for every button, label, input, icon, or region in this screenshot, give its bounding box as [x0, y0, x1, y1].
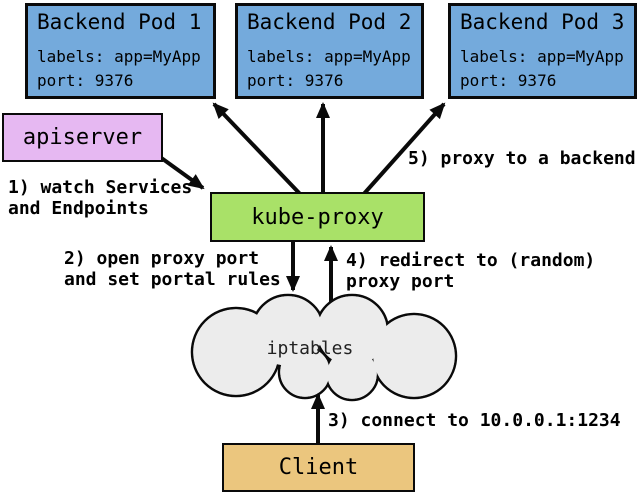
- kube-proxy-label: kube-proxy: [251, 204, 384, 230]
- arrow-step1-apiserver-to-kubeproxy: [158, 155, 205, 190]
- iptables-cloud: [190, 293, 458, 402]
- annotation-step3-line1: 3) connect to 10.0.0.1:1234: [328, 410, 621, 431]
- backend-pod-1-box: Backend Pod 1 labels: app=MyApp port: 93…: [25, 3, 216, 99]
- iptables-label: iptables: [266, 338, 354, 359]
- backend-pod-3-port: port: 9376: [460, 71, 557, 90]
- annotation-step4-line2: proxy port: [346, 271, 455, 292]
- annotation-step3: 3) connect to 10.0.0.1:1234: [328, 410, 621, 431]
- backend-pod-2-box: Backend Pod 2 labels: app=MyApp port: 93…: [235, 3, 424, 99]
- backend-pod-1-port: port: 9376: [37, 71, 134, 90]
- annotation-step2-line2: and set portal rules: [64, 269, 281, 290]
- annotation-step5-line1: 5) proxy to a backend: [408, 148, 636, 169]
- client-label: Client: [278, 455, 359, 480]
- backend-pod-2-port: port: 9376: [247, 71, 344, 90]
- annotation-step2: 2) open proxy port and set portal rules: [64, 248, 281, 290]
- annotation-step1: 1) watch Services and Endpoints: [8, 177, 192, 219]
- apiserver-label: apiserver: [22, 125, 143, 150]
- backend-pod-1-title: Backend Pod 1: [37, 10, 202, 34]
- arrow-step5-to-pod1: [212, 102, 304, 198]
- backend-pod-3-box: Backend Pod 3 labels: app=MyApp port: 93…: [448, 3, 637, 99]
- backend-pod-1-labels: labels: app=MyApp: [37, 47, 201, 66]
- annotation-step4-line1: 4) redirect to (random): [346, 250, 596, 271]
- backend-pod-2-labels: labels: app=MyApp: [247, 47, 411, 66]
- annotation-step1-line2: and Endpoints: [8, 198, 149, 219]
- backend-pod-3-title: Backend Pod 3: [460, 10, 625, 34]
- annotation-step1-line1: 1) watch Services: [8, 177, 193, 198]
- annotation-step4: 4) redirect to (random) proxy port: [346, 250, 595, 292]
- client-box: Client: [222, 443, 415, 492]
- annotation-step2-line1: 2) open proxy port: [64, 248, 260, 269]
- backend-pod-3-labels: labels: app=MyApp: [460, 47, 624, 66]
- apiserver-box: apiserver: [2, 113, 163, 162]
- backend-pod-2-title: Backend Pod 2: [247, 10, 412, 34]
- annotation-step5: 5) proxy to a backend: [408, 148, 636, 169]
- arrow-step5-to-pod3: [360, 102, 446, 198]
- kube-proxy-box: kube-proxy: [210, 192, 425, 242]
